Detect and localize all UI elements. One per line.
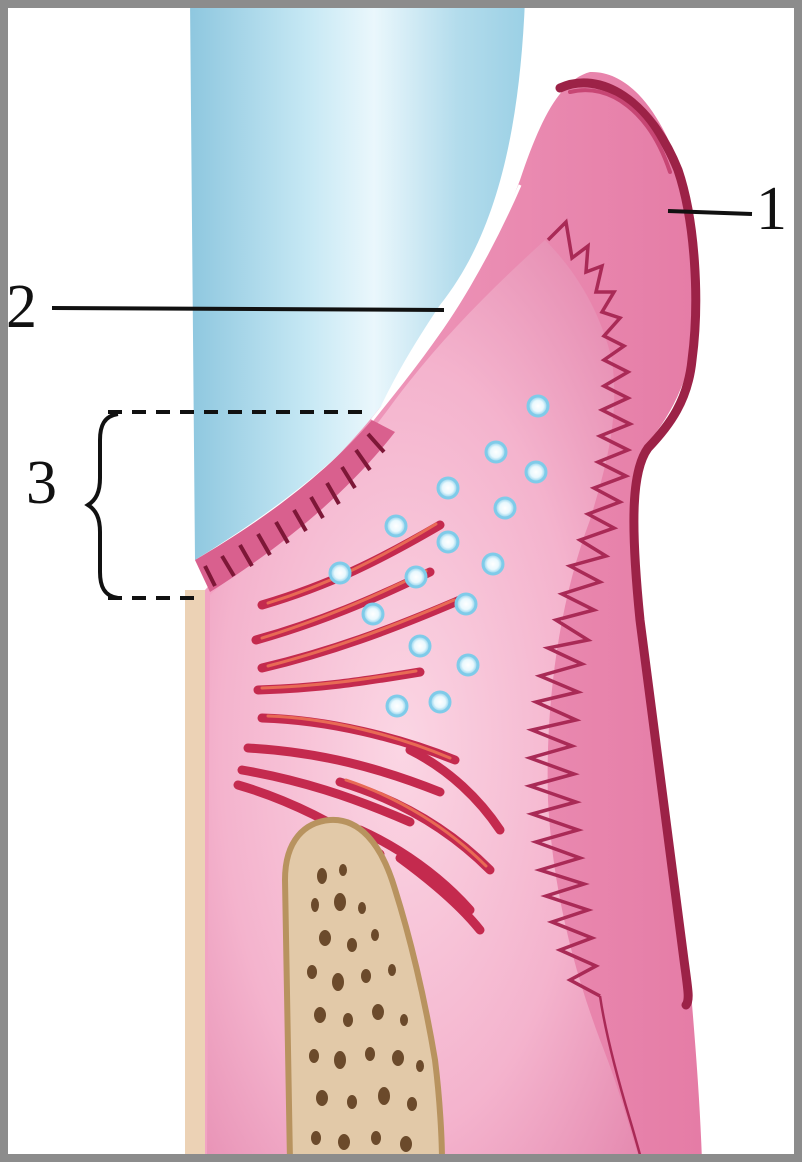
curly-brace-icon <box>88 414 118 598</box>
label-2: 2 <box>6 276 37 338</box>
leader-line-2 <box>52 308 444 310</box>
label-3: 3 <box>26 452 57 514</box>
label-1: 1 <box>756 178 787 240</box>
root-surface <box>185 590 207 1162</box>
